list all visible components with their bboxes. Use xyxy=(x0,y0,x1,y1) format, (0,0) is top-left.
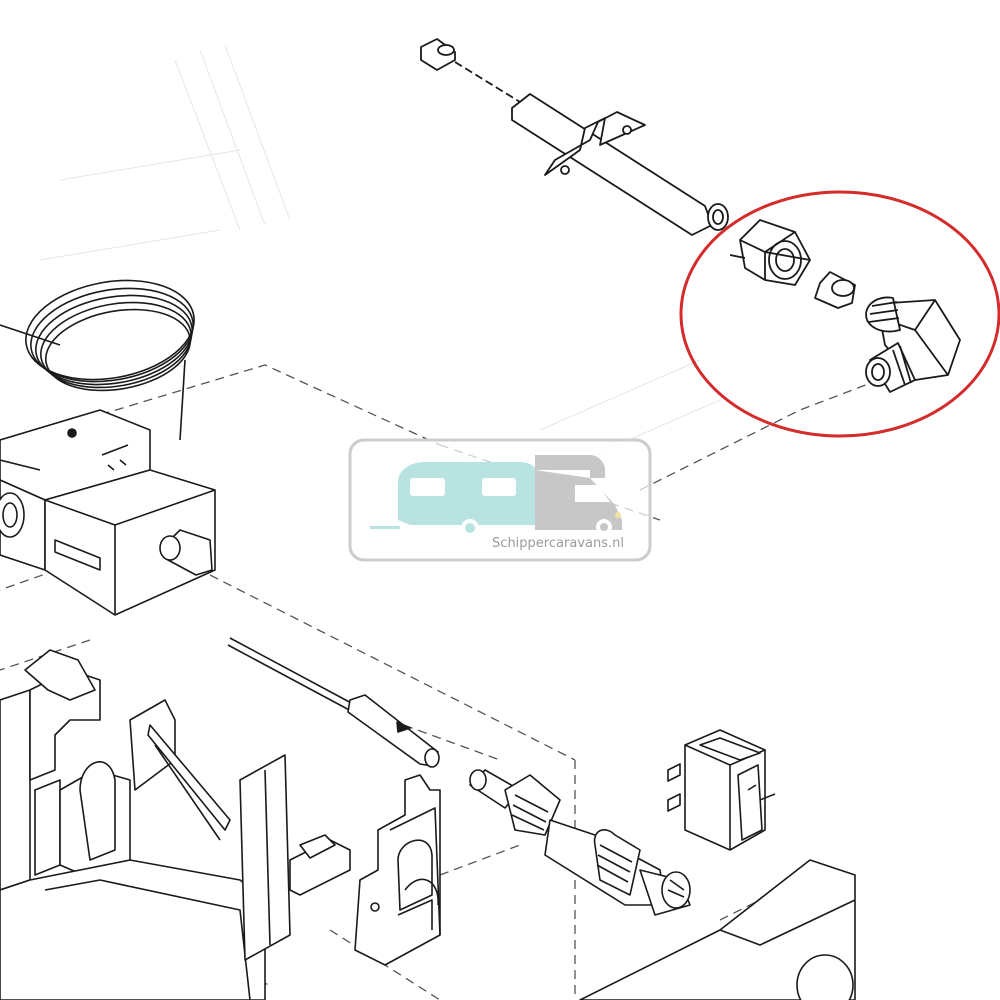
thermostat-block xyxy=(0,409,216,616)
capillary-coil xyxy=(0,279,195,441)
camper-icon xyxy=(535,455,622,535)
main-housing xyxy=(579,859,856,1000)
spring-clip xyxy=(354,774,441,966)
olive-ring xyxy=(814,271,856,309)
watermark-logo: Schippercaravans.nl xyxy=(348,438,652,562)
rocker-switch xyxy=(667,729,776,851)
thermocouple-assembly xyxy=(420,38,729,236)
ignition-assembly xyxy=(227,637,691,916)
elbow-fitting xyxy=(865,296,961,393)
watermark-text: Schippercaravans.nl xyxy=(492,536,624,551)
faint-background-lines xyxy=(39,44,721,471)
highlight-circle xyxy=(679,190,1000,438)
union-nut xyxy=(729,219,811,286)
mounting-bracket xyxy=(0,649,351,1000)
connector-parts xyxy=(729,219,961,393)
thermostat-assembly xyxy=(0,279,216,616)
caravan-icon xyxy=(370,462,540,537)
igniter-pin xyxy=(469,769,691,916)
